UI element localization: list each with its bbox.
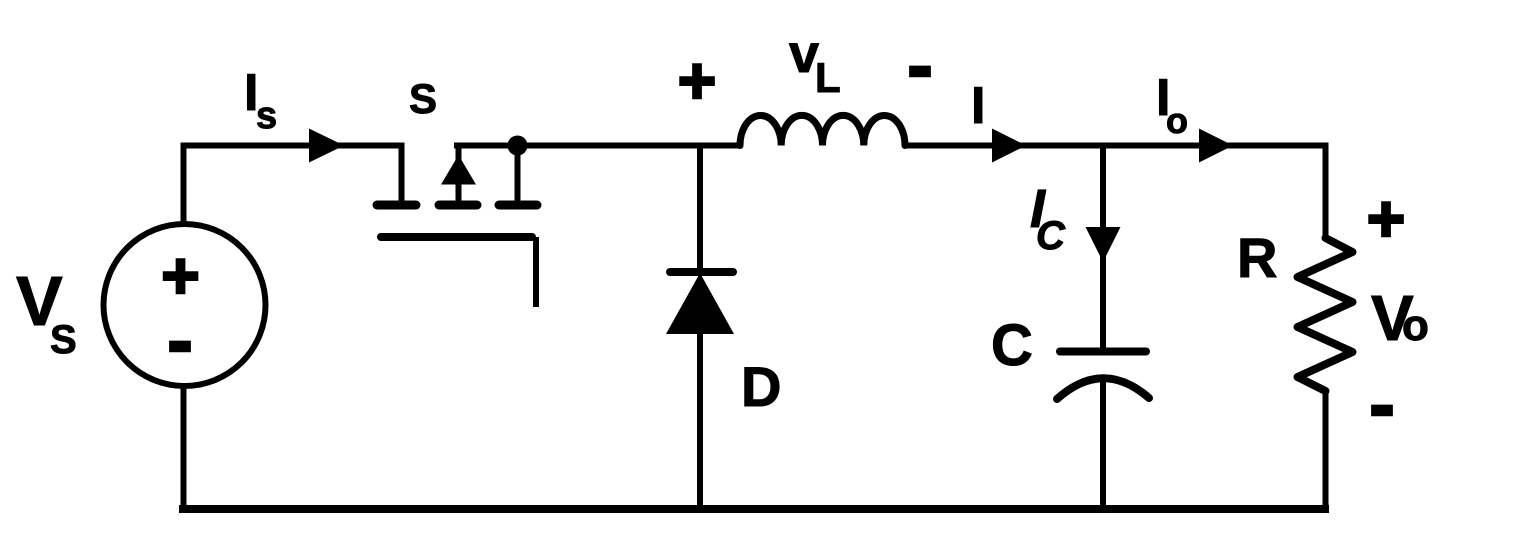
source-current-subscript: s	[256, 95, 277, 137]
source-minus-sign: -	[167, 298, 192, 383]
source-voltage-label: V	[16, 262, 63, 340]
output-minus-sign: -	[1369, 362, 1394, 447]
source-current-arrow	[309, 128, 344, 163]
diode-label: D	[741, 355, 781, 418]
capacitor-current-label: I	[1030, 179, 1046, 239]
source-current-label: I	[244, 64, 258, 122]
output-voltage-label: V	[1371, 282, 1414, 354]
output-plus-sign: +	[1367, 181, 1406, 255]
output-voltage-subscript: o	[1402, 301, 1429, 350]
output-current-subscript: o	[1166, 100, 1188, 141]
inductor-minus-sign: -	[907, 23, 932, 108]
inductor-to-load-wire	[905, 142, 1329, 240]
capacitor-label: C	[991, 313, 1033, 378]
source-plus-sign: +	[161, 238, 200, 312]
capacitor-current-subscript: C	[1036, 214, 1066, 258]
mosfet-source-junction-dot	[507, 135, 528, 156]
resistor-zigzag	[1293, 234, 1357, 395]
output-current-label: I	[1156, 69, 1170, 127]
inductor-plus-sign: +	[678, 43, 717, 117]
diode-triangle	[666, 273, 734, 334]
inductor-voltage-label: v	[789, 24, 819, 84]
inductor-current-label: I	[971, 77, 985, 135]
voltage-source-circle	[100, 221, 269, 389]
output-current-arrow	[1199, 128, 1233, 163]
inductor-voltage-subscript: L	[815, 54, 841, 101]
inductor-coil	[736, 112, 909, 149]
inductor-current-arrow	[992, 128, 1026, 163]
source-top-wire	[180, 142, 405, 226]
switch-label: S	[409, 75, 437, 122]
source-voltage-subscript: S	[50, 318, 77, 362]
resistor-label: R	[1237, 226, 1277, 289]
mosfet-body-arrow	[441, 155, 476, 185]
capacitor-bottom-plate	[1053, 374, 1153, 403]
